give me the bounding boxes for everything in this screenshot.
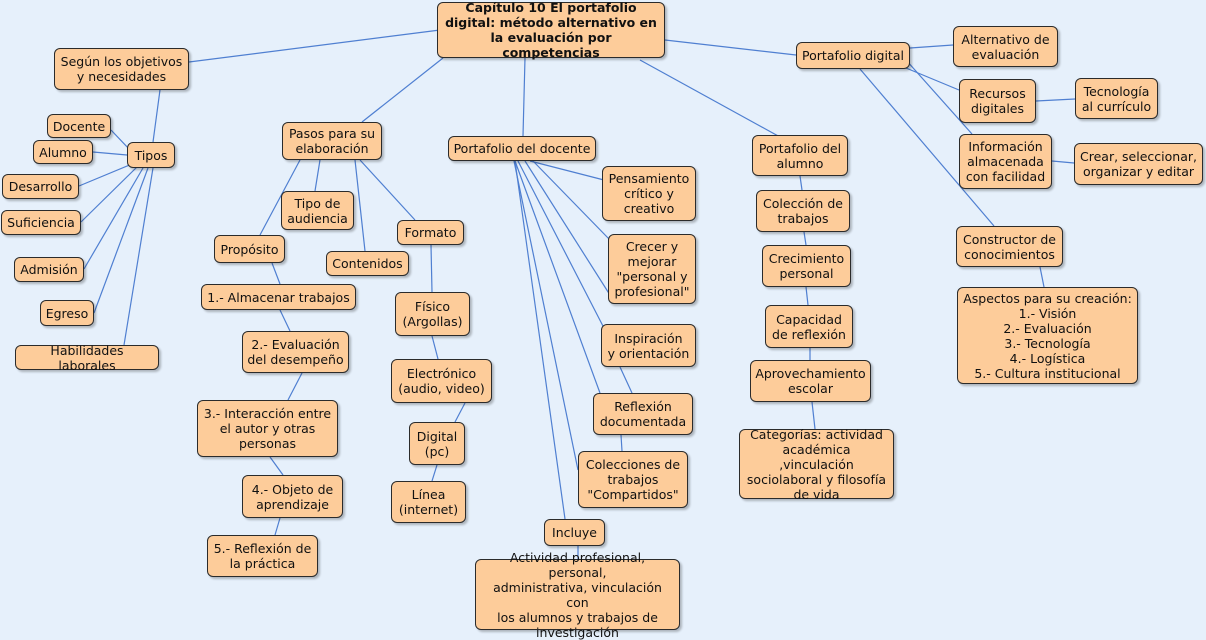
connector-line-8 xyxy=(78,163,133,187)
node-proposito[interactable]: Propósito xyxy=(214,235,285,263)
connector-line-19 xyxy=(287,372,303,401)
connector-line-27 xyxy=(532,160,611,241)
node-formato[interactable]: Formato xyxy=(397,220,464,245)
connector-line-46 xyxy=(1051,160,1075,164)
connector-line-28 xyxy=(524,160,611,296)
connector-line-11 xyxy=(93,167,149,314)
connector-line-47 xyxy=(1039,266,1045,288)
connector-line-7 xyxy=(92,151,128,156)
node-segun[interactable]: Según los objetivos y necesidades xyxy=(54,48,189,90)
node-pasos[interactable]: Pasos para su elaboración xyxy=(282,122,382,160)
connector-line-21 xyxy=(274,517,281,536)
node-linea[interactable]: Línea (internet) xyxy=(391,481,466,523)
connector-line-1 xyxy=(361,57,444,123)
node-habilidades[interactable]: Habilidades laborales xyxy=(15,343,159,373)
connector-line-36 xyxy=(799,175,803,191)
node-coleccion-trab[interactable]: Colección de trabajos xyxy=(756,190,850,232)
connector-line-13 xyxy=(259,159,301,236)
connector-line-26 xyxy=(529,160,605,181)
node-colecciones[interactable]: Colecciones de trabajos "Compartidos" xyxy=(578,451,688,508)
node-tecnologia[interactable]: Tecnología al currículo xyxy=(1075,78,1158,119)
node-fisico[interactable]: Físico (Argollas) xyxy=(395,292,470,336)
node-root[interactable]: Capítulo 10 El portafolio digital: métod… xyxy=(437,0,665,60)
node-inspiracion[interactable]: Inspiración y orientación xyxy=(601,324,696,367)
node-reflexion-doc[interactable]: Reflexión documentada xyxy=(593,393,693,435)
connector-line-18 xyxy=(279,309,291,332)
node-port-docente[interactable]: Portafolio del docente xyxy=(448,136,596,161)
node-tipo-audiencia[interactable]: Tipo de audiencia xyxy=(281,191,354,230)
node-paso4[interactable]: 4.- Objeto de aprendizaje xyxy=(242,475,343,518)
connector-line-33 xyxy=(619,366,633,394)
connector-line-23 xyxy=(431,335,439,360)
node-suficiencia[interactable]: Suficiencia xyxy=(1,210,81,235)
connector-line-44 xyxy=(859,68,995,227)
node-actividad[interactable]: Actividad profesional, personal, adminis… xyxy=(475,550,680,640)
connector-line-24 xyxy=(454,402,466,423)
connector-line-30 xyxy=(514,160,601,394)
node-capacidad[interactable]: Capacidad de reflexión xyxy=(765,305,853,348)
connector-line-41 xyxy=(909,44,954,49)
connector-line-6 xyxy=(110,129,131,151)
connector-line-37 xyxy=(803,231,807,246)
connector-line-20 xyxy=(269,456,284,476)
connector-line-3 xyxy=(639,59,801,149)
node-desarrollo[interactable]: Desarrollo xyxy=(2,174,79,199)
connector-line-16 xyxy=(359,159,416,221)
node-digital-pc[interactable]: Digital (pc) xyxy=(409,422,465,465)
node-tipos[interactable]: Tipos xyxy=(127,142,175,168)
node-paso2[interactable]: 2.- Evaluación del desempeño xyxy=(242,331,349,373)
connector-line-34 xyxy=(620,434,623,452)
connector-line-31 xyxy=(513,160,579,471)
connector-line-14 xyxy=(314,159,321,192)
node-aprovechamiento[interactable]: Aprovechamiento escolar xyxy=(750,360,871,402)
connector-line-4 xyxy=(664,39,797,56)
node-crear[interactable]: Crear, seleccionar, organizar y editar xyxy=(1074,143,1203,185)
connector-line-10 xyxy=(83,167,144,270)
connector-line-42 xyxy=(905,67,960,91)
connector-line-38 xyxy=(805,286,809,306)
node-alternativo[interactable]: Alternativo de evaluación xyxy=(953,26,1058,67)
node-port-alumno[interactable]: Portafolio del alumno xyxy=(752,135,848,176)
connector-line-9 xyxy=(80,165,139,223)
node-crecer[interactable]: Crecer y mejorar "personal y profesional… xyxy=(608,234,696,304)
connector-line-12 xyxy=(123,167,154,346)
node-constructor[interactable]: Constructor de conocimientos xyxy=(956,226,1063,267)
node-docente[interactable]: Docente xyxy=(47,114,111,138)
connector-line-0 xyxy=(188,29,441,63)
connector-line-2 xyxy=(522,57,526,137)
node-aspectos[interactable]: Aspectos para su creación: 1.- Visión 2.… xyxy=(957,287,1138,384)
node-paso1[interactable]: 1.- Almacenar trabajos xyxy=(201,284,356,310)
node-recursos[interactable]: Recursos digitales xyxy=(959,79,1036,123)
connector-line-29 xyxy=(517,160,606,331)
node-alumno[interactable]: Alumno xyxy=(33,140,93,164)
node-port-digital[interactable]: Portafolio digital xyxy=(796,42,910,69)
node-paso5[interactable]: 5.- Reflexión de la práctica xyxy=(207,535,318,577)
node-admision[interactable]: Admisión xyxy=(14,257,84,282)
connector-line-40 xyxy=(811,401,816,430)
node-contenidos[interactable]: Contenidos xyxy=(326,251,409,276)
node-electronico[interactable]: Electrónico (audio, video) xyxy=(391,359,492,403)
connector-line-15 xyxy=(354,159,366,252)
connector-line-32 xyxy=(514,160,566,520)
connector-line-45 xyxy=(1035,98,1076,102)
node-egreso[interactable]: Egreso xyxy=(40,300,94,326)
node-pensamiento[interactable]: Pensamiento crítico y creativo xyxy=(602,166,696,221)
connector-line-22 xyxy=(430,244,433,293)
node-crecimiento[interactable]: Crecimiento personal xyxy=(762,245,851,287)
connector-line-5 xyxy=(152,89,161,143)
connector-line-17 xyxy=(271,262,281,285)
node-categorias[interactable]: Categorías: actividad académica ,vincula… xyxy=(739,427,894,502)
node-informacion[interactable]: Información almacenada con facilidad xyxy=(959,134,1052,189)
node-incluye[interactable]: Incluye xyxy=(544,519,605,546)
connector-line-25 xyxy=(431,464,438,482)
node-paso3[interactable]: 3.- Interacción entre el autor y otras p… xyxy=(197,400,338,457)
